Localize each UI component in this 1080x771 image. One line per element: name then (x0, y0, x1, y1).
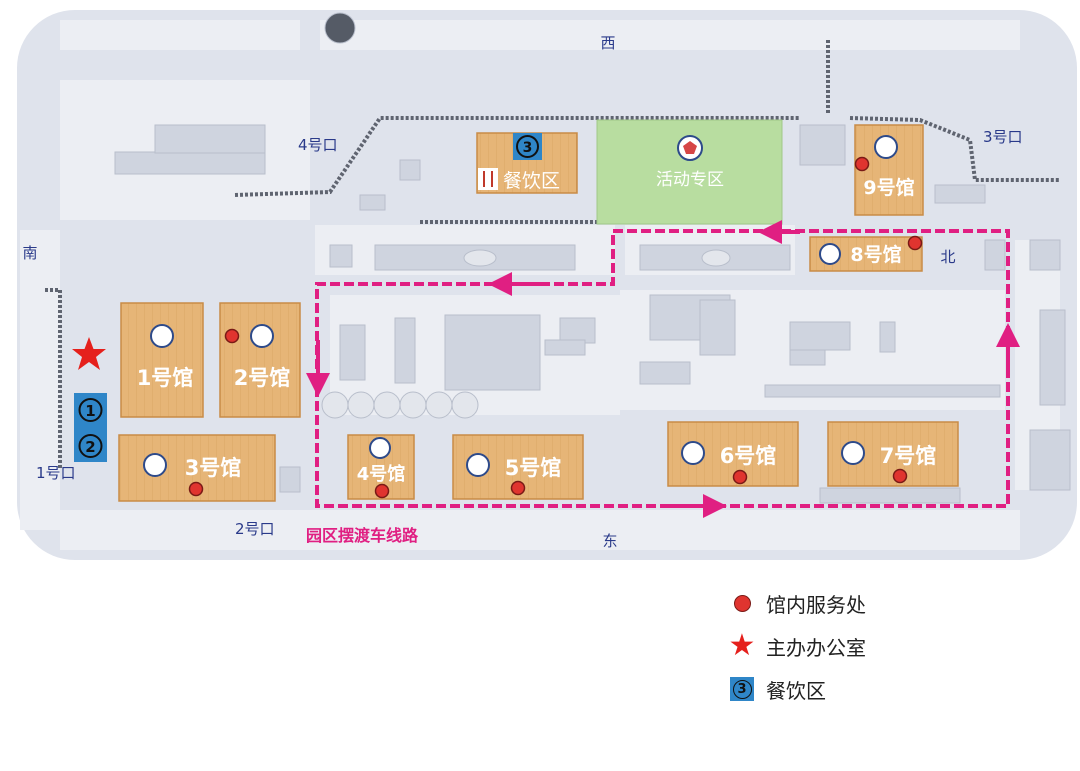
cutlery-icon (478, 168, 498, 190)
gate-3-label: 3号口 (983, 128, 1023, 146)
hall-1: 1号馆 (120, 302, 204, 418)
map-legend: 馆内服务处 ★ 主办办公室 3 餐饮区 (728, 586, 1048, 716)
legend-dining: 3 餐饮区 (728, 672, 826, 706)
star-icon: ★ (728, 628, 756, 663)
legend-office-label: 主办办公室 (766, 635, 866, 660)
storage-tanks (321, 12, 731, 419)
legend-dining-label: 餐饮区 (766, 678, 826, 703)
office-badge-2: 2 (85, 438, 95, 456)
dining-badge-icon: 3 (730, 677, 754, 701)
hall-5-label: 5号馆 (505, 456, 562, 480)
dining-zone-number: 3 (523, 140, 533, 156)
service-point (510, 480, 526, 496)
service-point (732, 469, 748, 485)
organizer-office-star-icon (72, 337, 106, 370)
office-badge-ring (78, 398, 103, 422)
legend-office: ★ 主办办公室 (728, 629, 866, 663)
gate-2-label: 2号口 (235, 520, 275, 538)
activity-zone-logo (677, 135, 703, 161)
hall-2-label: 2号馆 (234, 366, 291, 390)
service-point (907, 235, 923, 251)
shuttle-route-label: 园区摆渡车线路 (306, 526, 419, 545)
legend-service: 馆内服务处 (728, 586, 866, 620)
hall-8: 8号馆 (809, 236, 923, 272)
service-point (188, 481, 204, 497)
service-point-icon (733, 594, 751, 612)
dining-zone-label: 餐饮区 (503, 170, 560, 192)
hall-3-label: 3号馆 (185, 456, 242, 480)
direction-north: 北 (940, 248, 955, 266)
service-point (374, 483, 390, 499)
office-badge-1: 1 (85, 402, 95, 420)
office-badge-ring (78, 434, 103, 458)
activity-zone-label: 活动专区 (656, 170, 724, 190)
dining-badge-number: 3 (732, 679, 752, 699)
rail-lines (45, 40, 1060, 470)
hall-1-label: 1号馆 (137, 366, 194, 390)
hall-4: 4号馆 (347, 434, 415, 500)
gate-1-label: 1号口 (36, 464, 76, 482)
direction-south: 南 (22, 244, 37, 262)
hall-6-label: 6号馆 (720, 444, 777, 468)
service-points (188, 156, 923, 499)
legend-service-label: 馆内服务处 (766, 592, 866, 617)
hall-8-label: 8号馆 (850, 243, 901, 266)
service-point (854, 156, 870, 172)
service-point (224, 328, 240, 344)
hall-7-label: 7号馆 (880, 444, 937, 468)
direction-east: 东 (602, 532, 617, 550)
direction-west: 西 (600, 34, 615, 52)
shuttle-route-arrows (306, 220, 1020, 518)
hall-9-label: 9号馆 (863, 176, 914, 199)
hall-9: 9号馆 (854, 124, 924, 216)
service-point (892, 468, 908, 484)
dining-zone-badge-ring (516, 135, 539, 158)
shuttle-route (315, 229, 1010, 508)
gate-4-label: 4号口 (298, 136, 338, 154)
hall-2: 2号馆 (219, 302, 301, 418)
hall-4-label: 4号馆 (357, 463, 406, 485)
